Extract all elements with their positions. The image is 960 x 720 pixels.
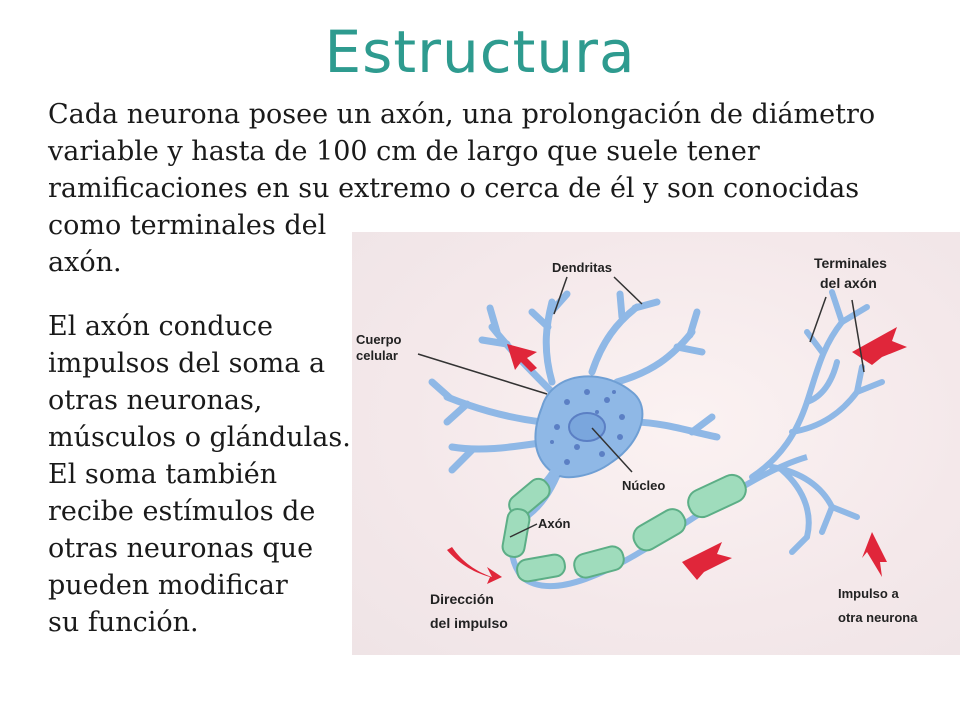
paragraph-line: otras neuronas que (48, 533, 314, 564)
nucleus (568, 412, 606, 442)
axon-paragraph: El axón conduce impulsos del soma a otra… (48, 308, 351, 641)
paragraph-line: ramificaciones en su extremo o cerca de … (48, 173, 860, 204)
label-dendritas: Dendritas (552, 260, 612, 275)
paragraph-line: pueden modificar (48, 570, 288, 601)
paragraph-line: su función. (48, 607, 199, 638)
intro-paragraph: Cada neurona posee un axón, una prolonga… (48, 96, 878, 281)
paragraph-line: El soma también (48, 459, 278, 490)
slide-title: Estructura (324, 18, 636, 86)
myelin-sheath (501, 473, 747, 583)
neuron-illustration: Dendritas Cuerpo celular Núcleo Axón Ter… (356, 255, 918, 631)
paragraph-line: variable y hasta de 100 cm de largo que … (48, 136, 760, 167)
paragraph-line: impulsos del soma a (48, 348, 326, 379)
label-terminales-1: Terminales (814, 255, 887, 271)
paragraph-line: axón. (48, 247, 122, 278)
nissl-dots (550, 389, 625, 465)
paragraph-line: como terminales del (48, 210, 327, 241)
neuron-diagram: Dendritas Cuerpo celular Núcleo Axón Ter… (352, 232, 960, 655)
label-cuerpo-1: Cuerpo (356, 332, 402, 347)
label-impulso-1: Impulso a (838, 586, 899, 601)
label-cuerpo-2: celular (356, 348, 398, 363)
paragraph-line: recibe estímulos de (48, 496, 316, 527)
label-terminales-2: del axón (820, 275, 877, 291)
label-nucleo: Núcleo (622, 478, 665, 493)
axon (501, 454, 808, 590)
impulse-arrows (447, 327, 907, 584)
paragraph-line: otras neuronas, (48, 385, 263, 416)
label-direccion-2: del impulso (430, 615, 508, 631)
paragraph-line: El axón conduce (48, 311, 274, 342)
paragraph-line: Cada neurona posee un axón, una prolonga… (48, 99, 876, 130)
label-axon: Axón (538, 516, 571, 531)
axon-terminals (749, 289, 885, 555)
leader-lines (417, 276, 865, 538)
label-direccion-1: Dirección (430, 591, 494, 607)
label-impulso-2: otra neurona (838, 610, 918, 625)
paragraph-line: músculos o glándulas. (48, 422, 351, 453)
